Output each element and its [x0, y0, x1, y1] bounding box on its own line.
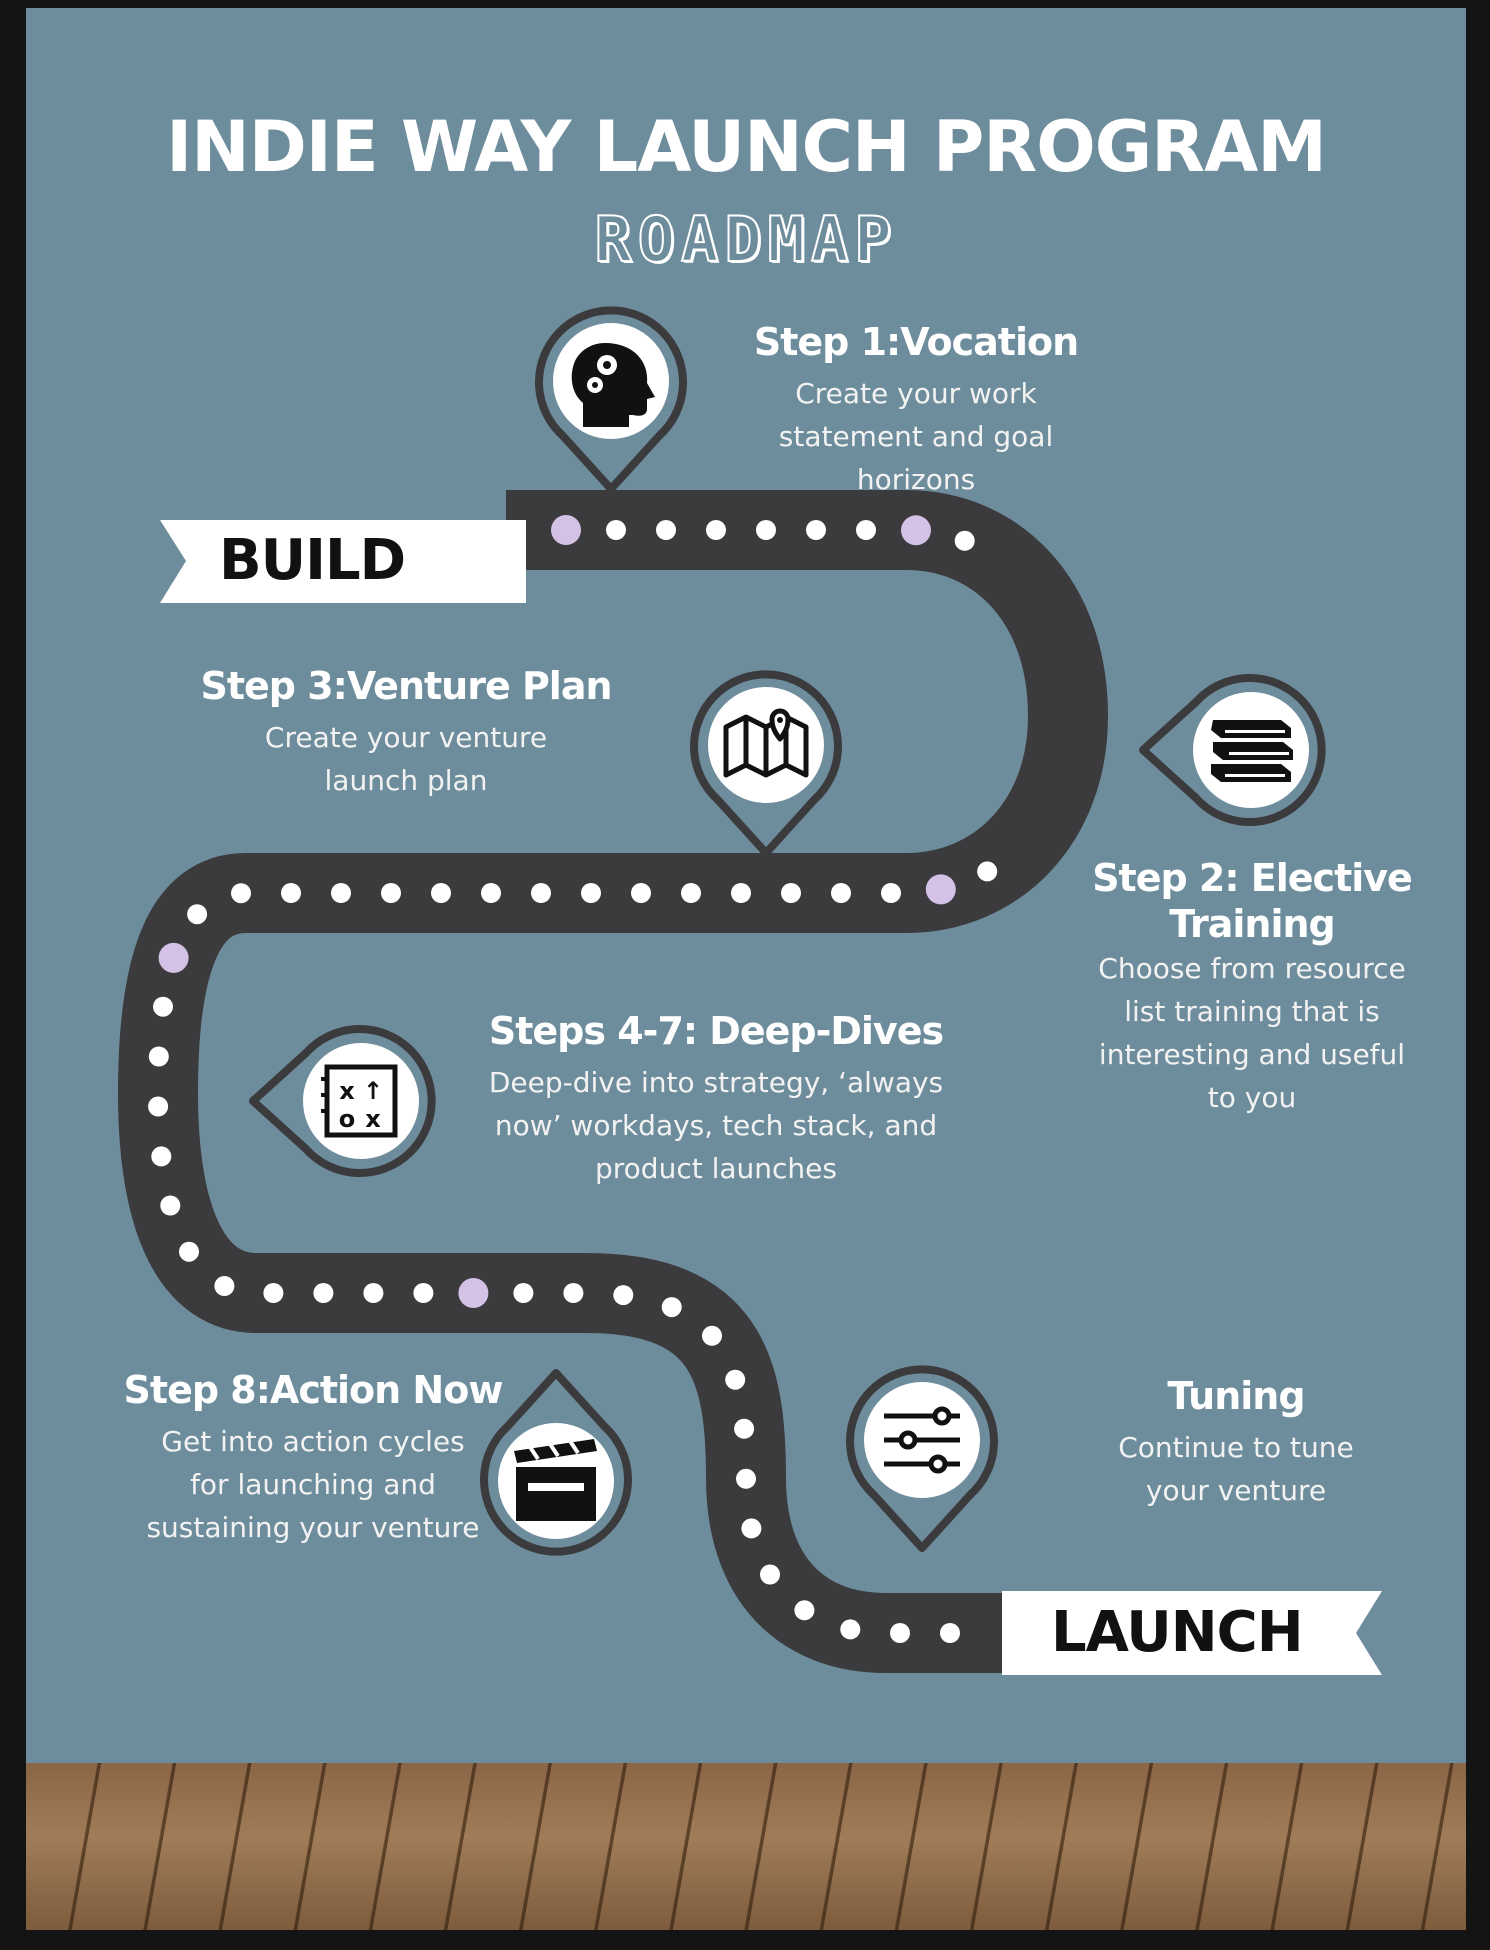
road-dot	[363, 1283, 384, 1303]
road-dot	[794, 1600, 815, 1621]
road-dot	[513, 1283, 534, 1303]
step-2-block: Step 2: Elective Training Choose from re…	[1062, 856, 1442, 1119]
map-pin-icon	[723, 708, 809, 778]
svg-text:o: o	[339, 1105, 356, 1133]
road-dot	[148, 1096, 169, 1117]
strategy-board-icon: x ↑ o x	[321, 1064, 398, 1138]
road-dot	[613, 1285, 634, 1306]
tuning-description: Continue to tune your venture	[1118, 1430, 1354, 1507]
wood-floor	[26, 1763, 1466, 1930]
road-dot	[840, 1619, 861, 1640]
step-2-description: Choose from resource list training that …	[1098, 952, 1406, 1115]
road-dot	[263, 1283, 284, 1303]
step-3-block: Step 3:Venture Plan Create your venture …	[166, 664, 646, 802]
road-dot	[160, 1195, 181, 1216]
road-dot	[531, 883, 551, 903]
step-8-title: Step 8:Action Now	[123, 1368, 504, 1412]
road-dot	[954, 530, 975, 551]
road-dot	[756, 520, 776, 540]
road-dot	[731, 883, 751, 903]
road-dot	[977, 861, 998, 882]
road-dot	[681, 883, 701, 903]
road-dot	[631, 883, 651, 903]
milestone-dot	[551, 515, 581, 545]
tuning-block: Tuning Continue to tune your venture	[1046, 1374, 1426, 1512]
road-dot	[741, 1518, 762, 1539]
road-dot	[331, 883, 351, 903]
road-dot	[940, 1623, 960, 1643]
launch-banner	[1002, 1591, 1382, 1675]
road-dot	[153, 996, 173, 1017]
road-dot	[725, 1369, 746, 1390]
road-dot	[890, 1623, 910, 1643]
tuning-title: Tuning	[1167, 1374, 1305, 1418]
road-dot	[431, 883, 451, 903]
step-3-description: Create your venture launch plan	[264, 720, 548, 797]
road-dot	[856, 520, 876, 540]
page-title: INDIE WAY LAUNCH PROGRAM	[166, 106, 1327, 188]
step-2-title-line2: Training	[1169, 901, 1336, 946]
svg-text:x: x	[365, 1105, 381, 1133]
milestone-dot	[901, 515, 931, 546]
road-dot	[606, 520, 626, 540]
road-dot	[706, 520, 726, 540]
pin-tuning	[846, 1365, 998, 1552]
milestone-dot	[925, 874, 956, 905]
build-banner	[160, 520, 526, 603]
step-2-title: Step 2: Elective	[1092, 856, 1413, 900]
road-dot	[151, 1146, 172, 1167]
road-dot	[806, 520, 826, 540]
road-dot	[760, 1564, 780, 1585]
road-dot	[831, 883, 851, 903]
head-gears-icon	[571, 343, 655, 427]
sliders-icon	[884, 1406, 960, 1474]
road-dot	[313, 1283, 334, 1303]
roadmap-diagram: x ↑ o x	[117, 306, 1382, 1675]
build-banner-label: BUILD	[219, 528, 406, 593]
road-dot	[281, 883, 301, 903]
step-8-description: Get into action cycles for launching and…	[146, 1424, 480, 1544]
road-dot	[231, 883, 251, 904]
svg-text:↑: ↑	[363, 1077, 383, 1105]
road-dot	[881, 883, 901, 903]
launch-banner-label: LAUNCH	[1051, 1600, 1304, 1665]
step-1-block: Step 1:Vocation Create your work stateme…	[716, 320, 1116, 501]
road-dot	[563, 1283, 584, 1303]
roadmap-poster: INDIE WAY LAUNCH PROGRAM ROADMAP	[26, 8, 1466, 1930]
road-dot	[187, 904, 208, 925]
road-dot	[214, 1276, 235, 1296]
road-dot	[702, 1325, 722, 1346]
road-dots	[148, 515, 998, 1643]
step-4-7-block: Steps 4-7: Deep-Dives Deep-dive into str…	[466, 1009, 966, 1190]
step-3-title: Step 3:Venture Plan	[200, 664, 612, 708]
step-8-block: Step 8:Action Now Get into action cycles…	[78, 1368, 548, 1549]
road-dot	[381, 883, 401, 903]
milestone-dot	[458, 1278, 489, 1308]
road-dot	[413, 1283, 434, 1303]
step-4-7-title: Steps 4-7: Deep-Dives	[488, 1009, 944, 1053]
road-dot	[736, 1468, 756, 1489]
road-dot	[481, 883, 501, 903]
page-subtitle: ROADMAP	[593, 202, 898, 277]
svg-text:x: x	[339, 1077, 355, 1105]
road-dot	[179, 1241, 199, 1262]
road-dot	[148, 1046, 169, 1067]
step-1-title: Step 1:Vocation	[753, 320, 1079, 364]
road-dot	[781, 883, 801, 903]
step-1-description: Create your work statement and goal hori…	[778, 376, 1054, 496]
milestone-dot	[158, 942, 189, 973]
clapperboard-icon	[514, 1439, 597, 1521]
road-dot	[581, 883, 601, 903]
road-dot	[656, 520, 676, 540]
step-4-7-description: Deep-dive into strategy, ‘always now’ wo…	[488, 1065, 944, 1185]
road-dot	[734, 1418, 755, 1439]
road-dot	[661, 1297, 682, 1318]
books-icon	[1211, 720, 1293, 782]
